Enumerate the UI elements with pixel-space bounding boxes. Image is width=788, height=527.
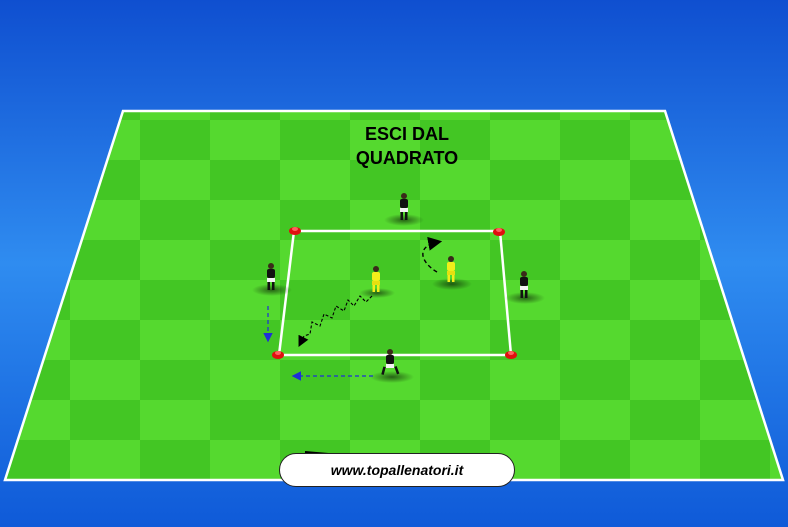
player-yellow-right <box>447 256 455 282</box>
curved-run-arrow <box>422 236 443 273</box>
pitch <box>3 109 785 482</box>
player-black-top <box>400 193 408 220</box>
player-black-left <box>267 263 275 290</box>
diagram-title-line1: ESCI DAL <box>364 124 449 144</box>
cone <box>493 228 505 236</box>
cone <box>505 351 517 359</box>
website-label: www.topallenatori.it <box>279 453 515 487</box>
player-black-right <box>520 271 528 298</box>
player-black-bottom <box>381 349 400 375</box>
dribble-arrow <box>298 295 373 347</box>
player-yellow-left <box>372 266 380 292</box>
cone <box>272 351 284 359</box>
cone <box>289 227 301 235</box>
diagram-title-line2: QUADRATO <box>355 148 459 168</box>
